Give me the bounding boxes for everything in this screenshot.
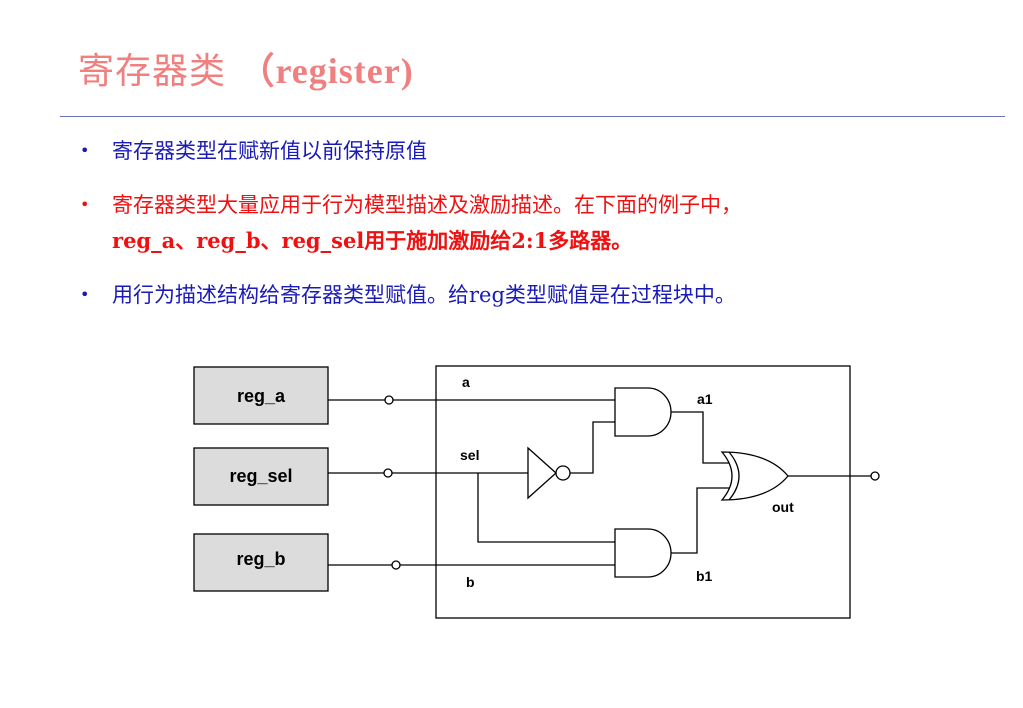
wire-b1 [671,487,730,554]
bullet-text-line2: reg_a、reg_b、reg_sel用于施加激励给2:1多路器。 [112,228,633,253]
reg-sel-box [193,447,329,506]
box-label-reg-a: reg_a [237,386,286,406]
bullet-text: 用行为描述结构给寄存器类型赋值。给reg类型赋值是在过程块中。 [112,283,736,307]
wire-sel-branch [477,473,615,543]
title-divider [60,116,1005,117]
page-title: 寄存器类 （register) [78,42,414,94]
or-gate [720,451,789,501]
bullet-text: 寄存器类型大量应用于行为模型描述及激励描述。在下面的例子中， [112,193,742,217]
bullet-marker: • [80,285,90,304]
bullet-text: 寄存器类型在赋新值以前保持原值 [112,139,427,163]
signal-label-b: b [466,574,475,590]
signal-label-a1: a1 [697,391,713,407]
port-a [384,395,394,405]
signal-label-sel: sel [460,447,479,463]
title-en: （register) [238,51,414,91]
signal-label-b1: b1 [696,568,713,584]
or-gate-back [728,451,740,501]
bullet-marker: • [80,141,90,160]
signal-label-out: out [772,499,794,515]
signal-label-a: a [462,374,470,390]
not-bubble [555,465,571,481]
title-cn: 寄存器类 [78,51,227,92]
and-gate-b1 [614,528,672,578]
box-label-reg-b: reg_b [236,549,285,569]
wire-a1 [671,411,730,464]
reg-a-box [193,366,329,425]
box-label-reg-sel: reg_sel [229,466,292,486]
bullet-marker: • [80,195,90,214]
module-boundary [435,365,851,619]
wire-not-out [570,421,615,474]
reg-b-box [193,533,329,592]
and-gate-a1 [614,387,672,437]
port-out [870,471,880,481]
port-sel [383,468,393,478]
port-b [391,560,401,570]
not-gate [527,446,557,500]
